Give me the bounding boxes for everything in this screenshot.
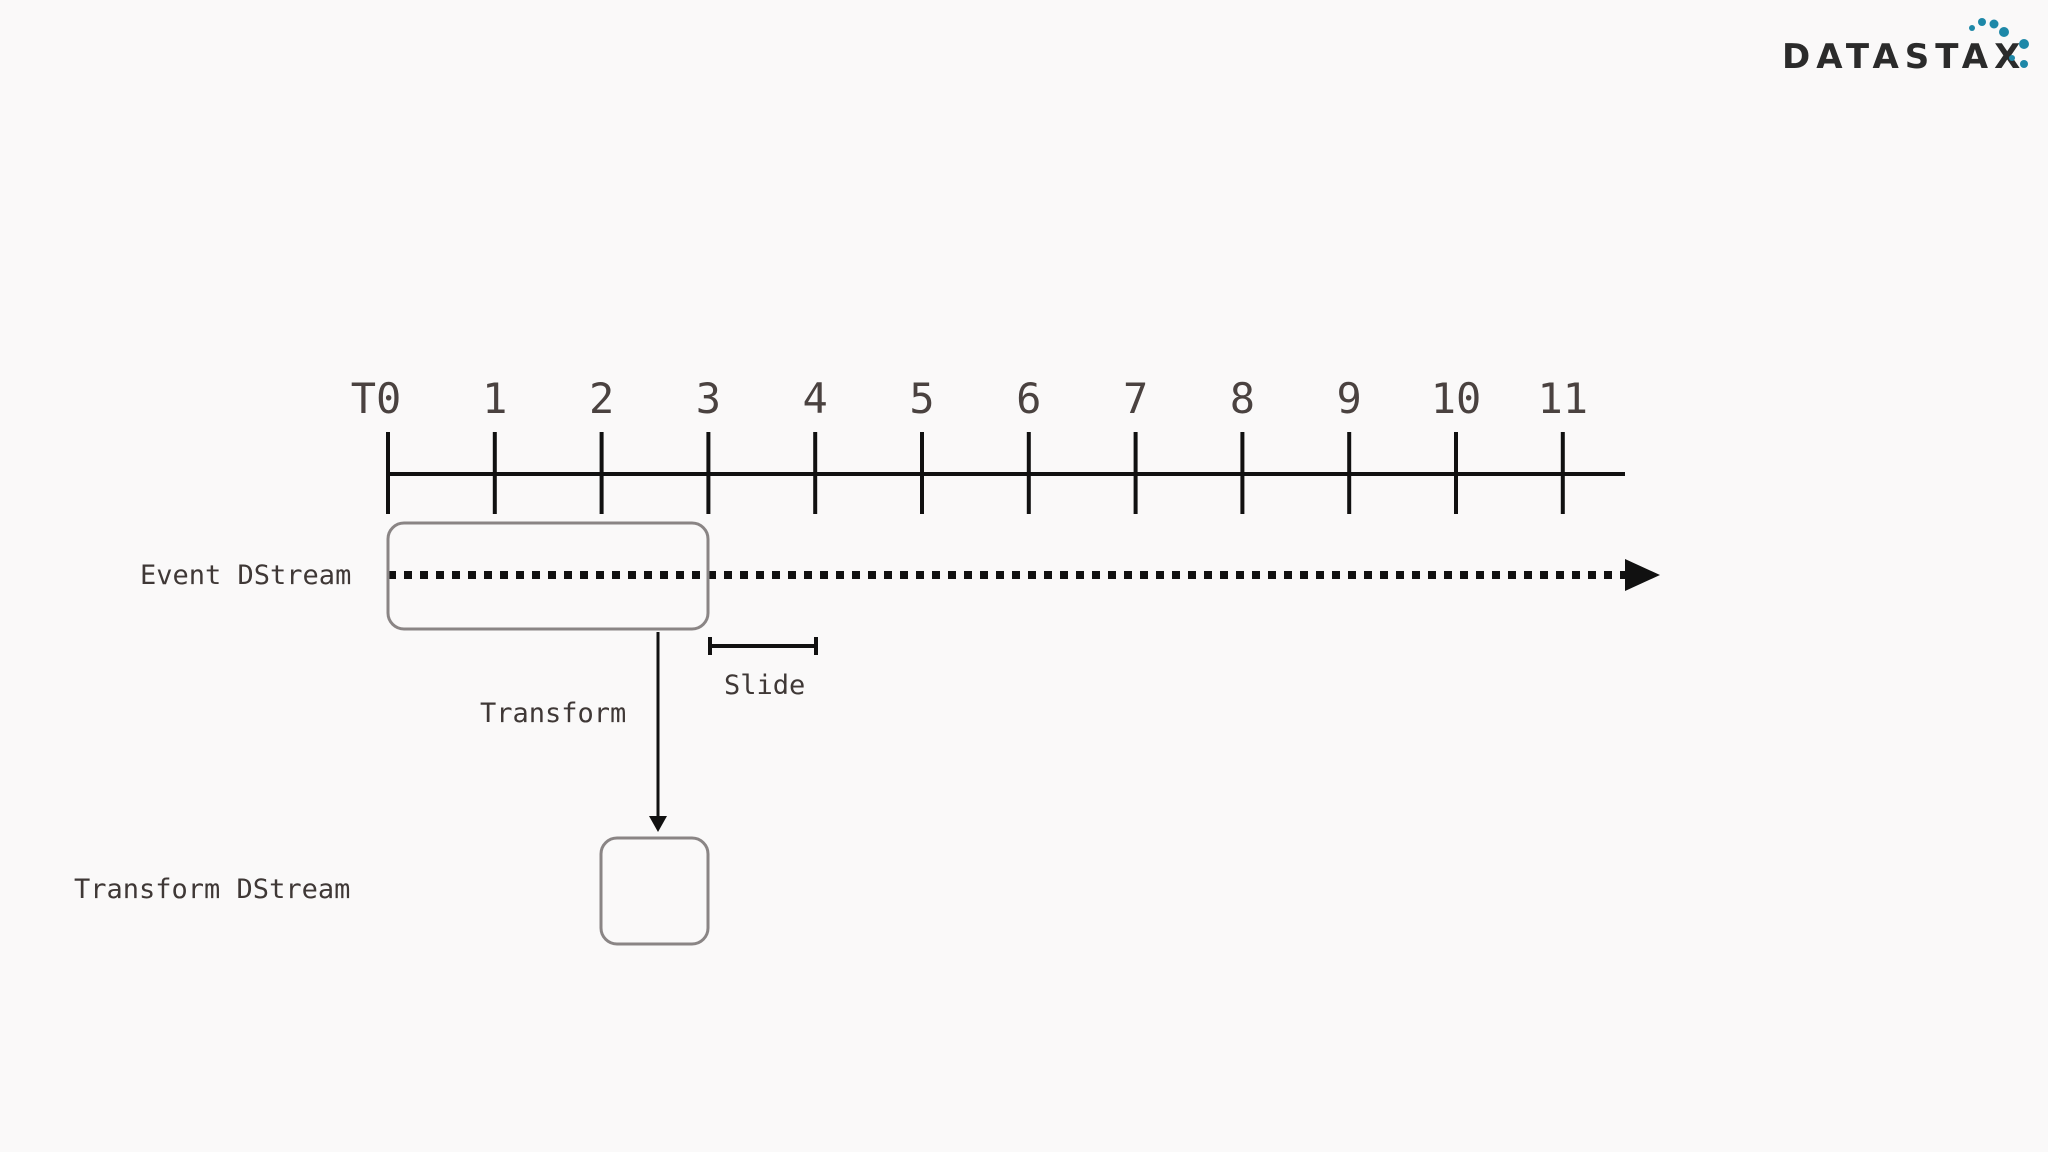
- transform-output-box: [599, 836, 710, 946]
- timeline-tick-label: 2: [589, 374, 614, 423]
- transform-dstream: Transform DStream: [74, 836, 710, 946]
- timeline-tick-label: 8: [1230, 374, 1255, 423]
- timeline: T0 1 2 3 4 5 6 7 8 9 10 11: [351, 374, 1625, 514]
- logo-dots-icon: [1969, 18, 2029, 68]
- timeline-tick-label: T0: [351, 374, 402, 423]
- transform-label: Transform: [480, 698, 626, 729]
- timeline-tick-label: 10: [1431, 374, 1482, 423]
- timeline-ticks: T0 1 2 3 4 5 6 7 8 9 10 11: [351, 374, 1588, 514]
- timeline-tick-label: 6: [1016, 374, 1041, 423]
- slide-label: Slide: [724, 670, 805, 701]
- transform-dstream-label: Transform DStream: [74, 874, 350, 905]
- datastax-logo: DATASTAX: [1782, 18, 2029, 77]
- transform-arrow-head: [649, 816, 667, 832]
- window-box: [386, 521, 710, 631]
- timeline-tick-label: 3: [696, 374, 721, 423]
- timeline-tick-label: 4: [803, 374, 828, 423]
- timeline-tick-label: 11: [1538, 374, 1589, 423]
- timeline-tick-label: 9: [1337, 374, 1362, 423]
- logo-text: DATASTAX: [1782, 37, 2026, 77]
- timeline-tick-label: 1: [482, 374, 507, 423]
- transform-arrow: Transform: [480, 632, 667, 832]
- event-dstream: Event DStream: [140, 521, 1660, 631]
- event-stream-arrowhead: [1625, 559, 1660, 591]
- timeline-tick-label: 5: [909, 374, 934, 423]
- slide-indicator: Slide: [708, 637, 818, 701]
- event-dstream-label: Event DStream: [140, 560, 351, 591]
- timeline-tick-label: 7: [1123, 374, 1148, 423]
